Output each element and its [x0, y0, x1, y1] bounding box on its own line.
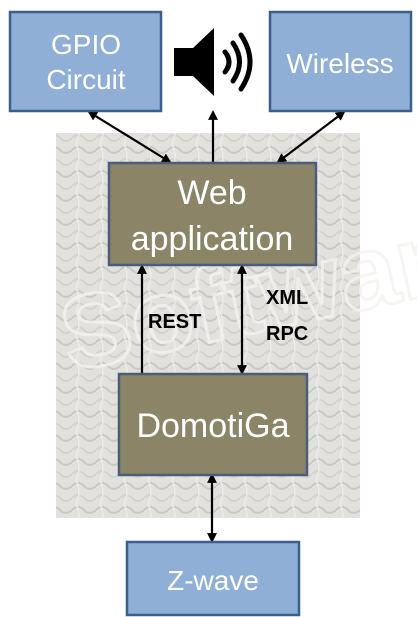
connectors [87, 110, 346, 543]
xml-label: XML [266, 287, 308, 309]
zwave-box: Z-wave [125, 540, 301, 617]
zwave-label: Z-wave [167, 565, 259, 596]
wireless-box: Wireless [268, 10, 413, 113]
web-label: Web [177, 174, 246, 212]
web-application-box: Web application [107, 161, 318, 267]
arrow-wireless-web [276, 110, 346, 164]
rest-label: REST [148, 311, 201, 333]
wireless-label: Wireless [286, 48, 393, 79]
domotiga-label: DomotiGa [136, 407, 289, 445]
gpio-circuit-box: GPIO Circuit [8, 10, 163, 113]
domotiga-box: DomotiGa [117, 372, 309, 477]
arrow-gpio-web [87, 110, 172, 164]
rpc-label: RPC [266, 323, 308, 345]
application-label: application [131, 220, 294, 258]
gpio-label: GPIO [51, 29, 121, 60]
circuit-label: Circuit [46, 64, 126, 95]
speaker-icon [174, 28, 253, 96]
